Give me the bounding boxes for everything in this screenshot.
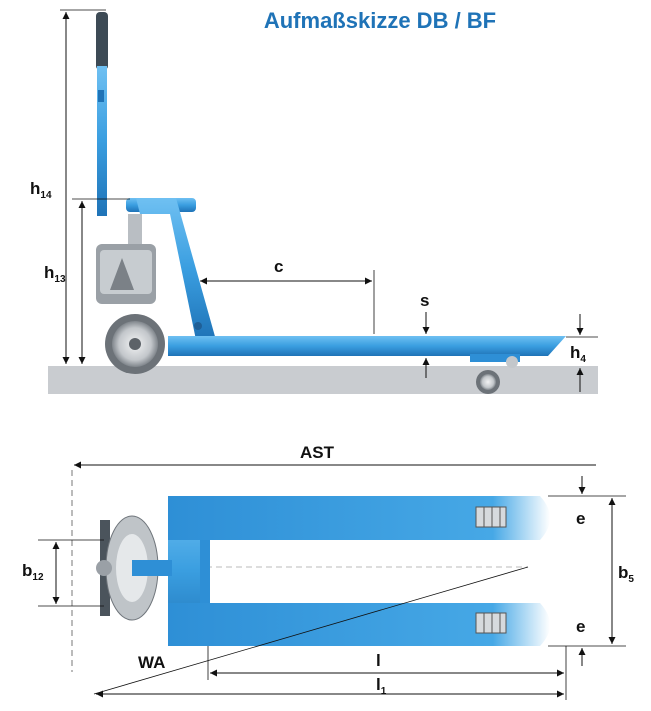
roller-lower [475, 612, 507, 634]
h4-label: h4 [570, 343, 586, 365]
frame [136, 198, 216, 340]
fork-lower [168, 603, 550, 646]
ast-label: AST [300, 443, 335, 462]
s-label: s [420, 291, 429, 310]
fork-upper [168, 496, 550, 540]
side-view: h14 h13 c s h4 [30, 9, 598, 394]
l-label: l [376, 651, 381, 670]
diagram-title: Aufmaßskizze DB / BF [263, 8, 497, 33]
l1-label: l1 [376, 675, 387, 697]
roller-upper [475, 506, 507, 528]
steer-wheel [105, 314, 165, 374]
b12-label: b12 [22, 561, 44, 583]
wa-label: WA [138, 653, 165, 672]
c-label: c [274, 257, 283, 276]
fork-side [168, 336, 566, 356]
b5-label: b5 [618, 563, 634, 585]
e-bottom-label: e [576, 617, 585, 636]
h14-label: h14 [30, 179, 52, 201]
handle [96, 12, 108, 216]
e-top-label: e [576, 509, 585, 528]
top-view: AST [22, 443, 634, 700]
h13-label: h13 [44, 263, 66, 285]
load-roller [470, 354, 520, 394]
pump-head-top [96, 515, 172, 621]
